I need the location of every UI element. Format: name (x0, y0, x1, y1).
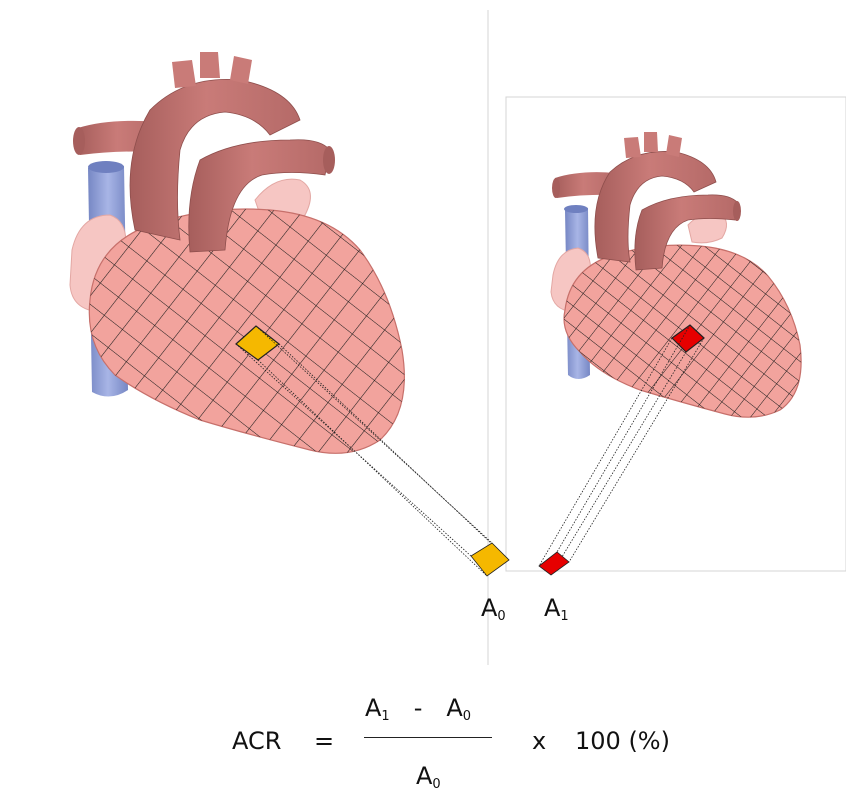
numerator-right-sub: 0 (463, 709, 471, 724)
formula-lhs: ACR (232, 727, 281, 755)
formula-factor: 100 (%) (575, 727, 670, 755)
acr-formula: ACR = A1-A0 A0 x 100 (%) (232, 694, 712, 794)
projected-patch-a1 (539, 552, 569, 575)
numerator-right: A (446, 694, 462, 722)
numerator-left-sub: 1 (381, 709, 389, 724)
fraction-bar (364, 737, 492, 738)
formula-denominator: A0 (416, 762, 441, 792)
label-a0: A0 (481, 596, 506, 623)
formula-numerator: A1-A0 (365, 694, 471, 724)
formula-times: x (532, 727, 546, 755)
formula-equals: = (314, 727, 334, 755)
label-a1-sub: 1 (560, 609, 568, 624)
heart-illustration-reference (70, 52, 404, 453)
label-a0-base: A (481, 594, 497, 622)
heart-illustration-deformed (551, 132, 801, 417)
numerator-left: A (365, 694, 381, 722)
denominator-base: A (416, 762, 432, 790)
label-a1-base: A (544, 594, 560, 622)
label-a0-sub: 0 (497, 609, 505, 624)
numerator-operator: - (414, 694, 423, 722)
label-a1: A1 (544, 596, 569, 623)
projected-patch-a0 (471, 543, 509, 576)
denominator-sub: 0 (432, 777, 440, 792)
